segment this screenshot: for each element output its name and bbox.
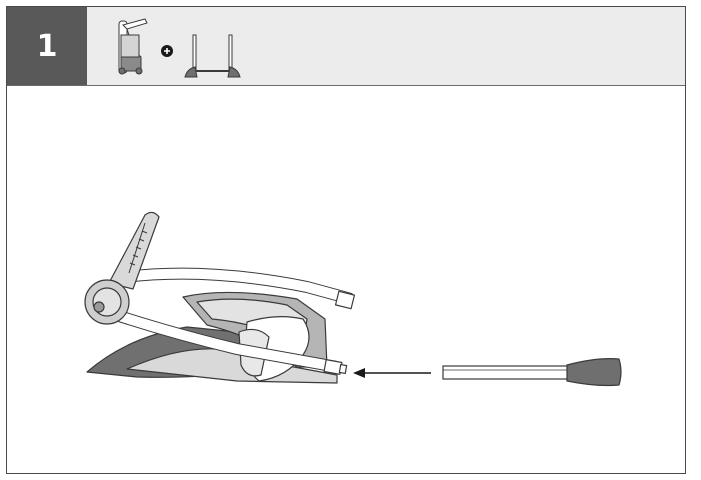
- parts-list: [107, 15, 257, 79]
- assembly-illustration: [7, 87, 685, 473]
- step-number-box: 1: [7, 7, 87, 85]
- u-shaped-bar-icon: [184, 34, 241, 78]
- plus-icon: [161, 45, 173, 57]
- folded-stroller-frame: [84, 211, 356, 384]
- instruction-panel: 1: [6, 6, 686, 474]
- step-header: 1: [7, 7, 685, 86]
- bar-with-end-cap: [442, 358, 622, 387]
- step-number: 1: [36, 28, 58, 64]
- folded-stroller-frame-icon: [118, 18, 148, 75]
- insert-direction-arrow: [353, 368, 431, 378]
